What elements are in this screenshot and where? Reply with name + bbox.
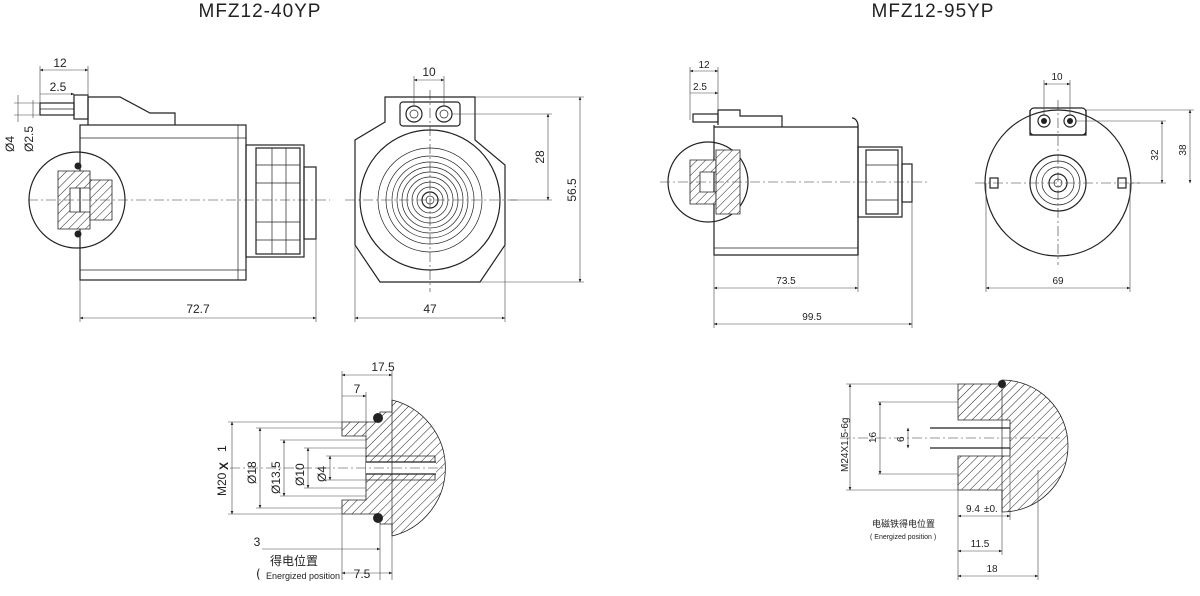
dim-phi10: Ø10 xyxy=(293,463,307,486)
dim-9-4: 9.4 xyxy=(966,504,980,515)
left-side-view: 12 2.5 Ø4 Ø2.5 72.7 xyxy=(3,56,330,322)
dim-10: 10 xyxy=(422,65,436,79)
dim-m24: M24X1.5-6g xyxy=(840,418,851,472)
dim-6: 6 xyxy=(896,436,907,442)
dim-12-right: 12 xyxy=(698,60,710,71)
dim-73-5: 73.5 xyxy=(776,276,796,287)
dim-17-5: 17.5 xyxy=(371,360,395,374)
dim-16: 16 xyxy=(868,431,879,443)
dim-phi13-5: Ø13.5 xyxy=(269,461,283,494)
detail-left: 17.5 7 M20 X 1 Ø18 Ø13.5 Ø10 Ø4 3 7 xyxy=(215,360,446,581)
dim-7-5: 7.5 xyxy=(354,567,371,581)
title-mfz12-40yp: MFZ12-40YP xyxy=(199,1,322,22)
dim-phi2-5: Ø2.5 xyxy=(22,126,36,152)
dim-56-5: 56.5 xyxy=(565,178,579,202)
dim-7: 7 xyxy=(354,382,361,396)
dim-m20-x: X xyxy=(217,462,231,470)
label-cn-left: 得电位置 xyxy=(270,553,318,568)
dim-18: 18 xyxy=(986,564,998,575)
dim-47: 47 xyxy=(423,302,437,316)
dim-tolerance: ±0. xyxy=(984,504,998,515)
dim-11-5: 11.5 xyxy=(971,539,990,550)
dim-69: 69 xyxy=(1052,276,1064,287)
label-en-right: ( Energized position ) xyxy=(870,534,936,541)
dim-m20-pitch: 1 xyxy=(215,445,229,452)
left-front-view: 10 28 56.5 47 xyxy=(345,65,584,322)
dim-2-5-right: 2.5 xyxy=(693,82,707,93)
title-mfz12-95yp: MFZ12-95YP xyxy=(872,1,995,22)
dim-phi4: Ø4 xyxy=(3,136,17,152)
dim-99-5: 99.5 xyxy=(802,312,822,323)
label-cn-right: 电磁铁得电位置 xyxy=(872,518,935,530)
label-en-left: Energized position xyxy=(266,571,340,581)
detail-right: M24X1.5-6g 16 6 9.4 ±0. 电磁铁得电位置 ( Energi… xyxy=(840,379,1069,580)
dim-28: 28 xyxy=(533,150,547,164)
dim-10-right: 10 xyxy=(1051,72,1063,83)
dim-m20: M20 xyxy=(215,472,229,496)
dim-2-5: 2.5 xyxy=(50,80,67,94)
dim-32: 32 xyxy=(1150,149,1161,161)
top-connector xyxy=(87,96,176,125)
right-side-view: 12 2.5 73.5 99.5 xyxy=(660,60,930,328)
dim-phi4-detail: Ø4 xyxy=(315,466,329,482)
right-front-view: 10 32 38 69 xyxy=(975,72,1194,292)
dim-3: 3 xyxy=(254,535,261,549)
dim-phi18: Ø18 xyxy=(245,461,259,484)
dim-38: 38 xyxy=(1178,144,1189,156)
dim-12: 12 xyxy=(53,56,67,70)
dim-72-7: 72.7 xyxy=(186,302,210,316)
paren-icon: ( xyxy=(256,567,261,581)
